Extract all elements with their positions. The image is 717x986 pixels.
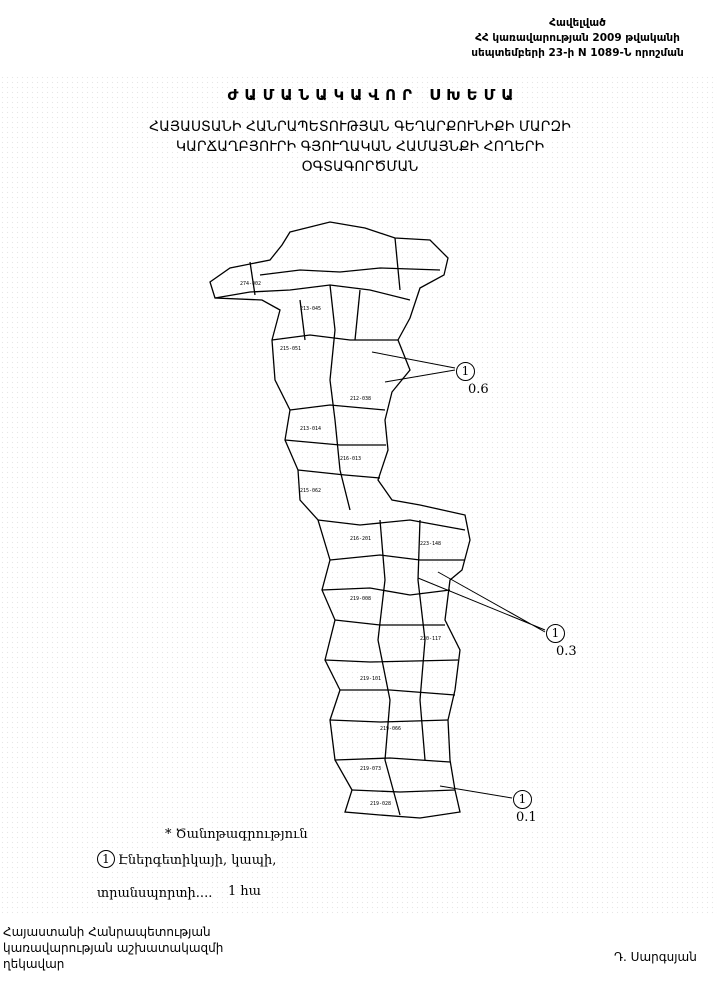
subtitle-line: ԿԱՐՃԱՂԲՅՈՒՐԻ ԳՅՈՒՂԱԿԱՆ ՀԱՄԱՅՆՔԻ ՀՈՂԵՐԻ — [175, 139, 545, 155]
svg-text:219-008: 219-008 — [350, 596, 371, 602]
callout-marker: 1 — [546, 624, 565, 643]
svg-text:215-062: 215-062 — [300, 488, 321, 494]
callout-line — [417, 571, 546, 633]
subtitle-line: ՕԳՏԱԳՈՐԾՄԱՆ — [301, 159, 419, 175]
document-subtitle: ՀԱՅԱՍՏԱՆԻ ՀԱՆՐԱՊԵՏՈՒԹՅԱՆ ԳԵՂԱՐՔՈՒՆԻՔԻ ՄԱ… — [90, 117, 630, 177]
page-background — [0, 75, 717, 915]
annex-line: ՀՀ կառավարության 2009 թվականի — [475, 32, 680, 44]
callout-line — [371, 351, 456, 383]
svg-text:216-013: 216-013 — [340, 456, 361, 462]
callout-area-value: 0.3 — [556, 644, 577, 659]
svg-text:219-066: 219-066 — [380, 726, 401, 732]
callout-marker: 1 — [513, 790, 532, 809]
signatory-position: Հայաստանի Հանրապետության կառավարության ա… — [3, 924, 223, 972]
callout-line — [439, 785, 513, 799]
position-line: կառավարության աշխատակազմի — [3, 941, 224, 955]
svg-text:213-014: 213-014 — [300, 426, 321, 432]
legend-heading: * Ծանոթագրություն — [165, 827, 308, 842]
callout-marker: 1 — [456, 362, 475, 381]
subtitle-line: ՀԱՅԱՍՏԱՆԻ ՀԱՆՐԱՊԵՏՈՒԹՅԱՆ ԳԵՂԱՐՔՈՒՆԻՔԻ ՄԱ… — [149, 119, 571, 135]
svg-text:274-002: 274-002 — [240, 281, 261, 287]
callout-area-value: 0.6 — [468, 382, 489, 397]
annex-line: Հավելված — [549, 17, 606, 29]
svg-text:223-148: 223-148 — [420, 541, 441, 547]
legend-area: 1 հա — [228, 884, 262, 899]
signatory-name: Դ. Սարգսյան — [614, 950, 697, 964]
legend-line-2: տրանսպորտի.... — [97, 886, 213, 901]
svg-text:219-028: 219-028 — [370, 801, 391, 807]
svg-text:213-045: 213-045 — [300, 306, 321, 312]
document-title: ԺԱՄԱՆԱԿԱՎՈՐ ՍԽԵՄԱ — [227, 86, 520, 104]
position-line: ղեկավար — [3, 957, 65, 971]
annex-line: սեպտեմբերի 23-ի N 1089-Ն որոշման — [471, 47, 684, 59]
svg-text:215-051: 215-051 — [280, 346, 301, 352]
callout-area-value: 0.1 — [516, 810, 537, 825]
position-line: Հայաստանի Հանրապետության — [3, 925, 211, 939]
annex-header: Հավելված ՀՀ կառավարության 2009 թվականի ս… — [445, 16, 710, 60]
legend-line-1: Էներգետիկայի, կապի, — [118, 853, 277, 868]
svg-text:220-117: 220-117 — [420, 636, 441, 642]
legend-marker: 1 — [97, 850, 115, 868]
map-boundary — [209, 221, 471, 819]
svg-text:219-073: 219-073 — [360, 766, 381, 772]
svg-text:216-201: 216-201 — [350, 536, 371, 542]
svg-text:219-101: 219-101 — [360, 676, 381, 682]
svg-text:212-038: 212-038 — [350, 396, 371, 402]
